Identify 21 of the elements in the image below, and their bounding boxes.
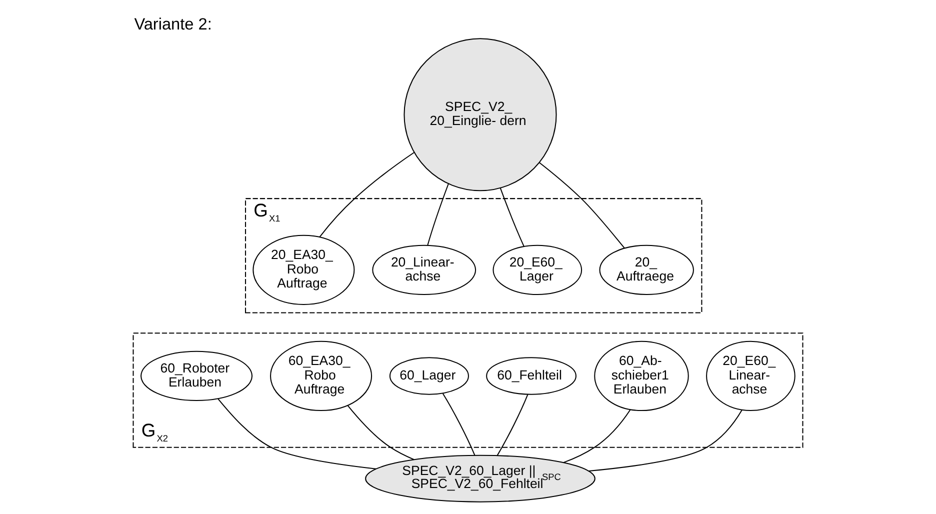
node-ellipse: 20_Linear- achse bbox=[372, 244, 476, 296]
node-ellipse: 20_E60_ Lager bbox=[492, 244, 582, 296]
node-ellipse: 20_E60_ Linear- achse bbox=[706, 340, 796, 412]
node-ellipse: SPEC_V2_60_Lager ||$_{SPC}$ SPEC_V2_60_Fehlteil bbox=[365, 454, 596, 502]
node-ellipse: 20_ Auftraege bbox=[599, 244, 694, 296]
connector bbox=[442, 393, 476, 456]
connector bbox=[538, 162, 625, 248]
node-ellipse: 60_EA30_ Robo Auftrage bbox=[270, 340, 372, 412]
node-ellipse: 20_EA30_ Robo Auftrage bbox=[252, 234, 355, 306]
connector bbox=[588, 410, 742, 472]
connector bbox=[427, 184, 449, 246]
connector bbox=[496, 394, 528, 456]
node-ellipse: 60_Roboter Erlauben bbox=[140, 350, 253, 402]
connector bbox=[218, 398, 376, 470]
node-ellipse: 60_Ab- schieber1 Erlauben bbox=[594, 340, 689, 412]
diagram-title: Variante 2: bbox=[134, 15, 212, 34]
node-ellipse: 60_Lager bbox=[389, 357, 469, 395]
connector bbox=[319, 152, 415, 238]
node-ellipse: 60_Fehlteil bbox=[486, 357, 576, 395]
node-circle: SPEC_V2_ 20_Einglie- dern bbox=[404, 38, 557, 192]
connector bbox=[500, 188, 524, 247]
